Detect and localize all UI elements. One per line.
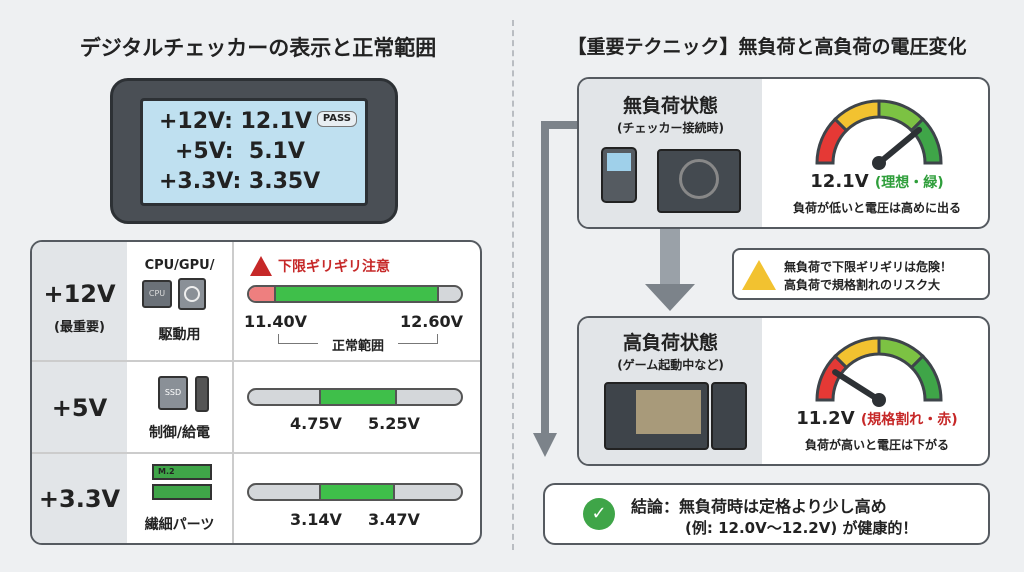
- max-5v: 5.25V: [368, 414, 420, 433]
- gauge-segment: [833, 336, 881, 370]
- warning-line-2: 高負荷で規格割れのリスク大: [784, 278, 941, 292]
- warning-icon: [742, 260, 776, 290]
- usb-icon: [195, 376, 209, 412]
- gaming-pc-icon: [604, 382, 709, 450]
- rail-33v: +3.3V: [38, 485, 121, 513]
- min-5v: 4.75V: [290, 414, 342, 433]
- max-12v: 12.60V: [400, 312, 463, 331]
- warning-text: 無負荷で下限ギリギリは危険！ 高負荷で規格割れのリスク大: [784, 258, 952, 294]
- m2-icon: M.2: [152, 464, 212, 480]
- min-12v: 11.40V: [244, 312, 307, 331]
- use-12v: 駆動用: [158, 327, 201, 343]
- conclusion-line-2: (例: 12.0V〜12.2V) が健康的！: [685, 519, 918, 537]
- hdd-icon: [178, 278, 206, 310]
- conclusion-box: ✓ 結論：無負荷時は定格より少し高め (例: 12.0V〜12.2V) が健康的…: [543, 483, 990, 545]
- cpu-icon: CPU: [142, 280, 172, 308]
- gauge-no-load: [815, 99, 943, 170]
- use-33v: 繊細パーツ: [144, 517, 215, 533]
- use-5v: 制御/給電: [148, 425, 211, 441]
- right-title: 【重要テクニック】無負荷と高負荷の電圧変化: [567, 36, 967, 58]
- no-load-panel: 無負荷状態 (チェッカー接続時) 12.1V (理想・緑) 負荷が低いと電圧は高…: [577, 77, 990, 229]
- high-load-status: (規格割れ・赤): [860, 412, 958, 428]
- high-load-panel: 高負荷状態 (ゲーム起動中など) 11.2V (規格割れ・赤) 負荷が高いと電圧…: [577, 316, 990, 466]
- warning-12v: 下限ギリギリ注意: [278, 259, 390, 275]
- max-33v: 3.47V: [368, 510, 420, 529]
- checker-screen: +12V: 12.1V +5V: 5.1V +3.3V: 3.35V PASS: [140, 98, 368, 206]
- checker-line-12v: +12V: 12.1V: [159, 109, 312, 134]
- warning-triangle-icon: [250, 256, 272, 276]
- checker-line-5v: +5V: 5.1V: [175, 139, 305, 164]
- checker-line-33v: +3.3V: 3.35V: [159, 169, 321, 194]
- high-load-title: 高負荷状態: [622, 332, 718, 354]
- gauge-segment: [909, 117, 943, 165]
- gauge-hub: [872, 156, 886, 170]
- rail-12v: +12V: [43, 280, 116, 308]
- use-12v-top: CPU/GPU/: [144, 258, 215, 273]
- rail-12v-note: (最重要): [54, 320, 105, 335]
- psu-icon: [657, 149, 741, 213]
- high-load-sub: (ゲーム起動中など): [617, 358, 724, 372]
- divider: [512, 20, 514, 550]
- range-bar-5v: [247, 388, 463, 406]
- no-load-status: (理想・緑): [874, 175, 944, 191]
- no-load-title: 無負荷状態: [622, 95, 718, 117]
- voltage-table: +12V (最重要) CPU/GPU/ CPU 駆動用 下限ギリギリ注意 11.…: [30, 240, 482, 545]
- min-33v: 3.14V: [290, 510, 342, 529]
- down-arrow-icon: [645, 229, 695, 311]
- ssd-icon: SSD: [158, 376, 188, 410]
- conclusion-line-1: 結論：無負荷時は定格より少し高め: [631, 497, 887, 516]
- check-circle-icon: ✓: [583, 498, 615, 530]
- checker-device-icon: [601, 147, 637, 203]
- gauge-high-load: [815, 336, 943, 407]
- high-load-desc: 負荷が高いと電圧は下がる: [804, 438, 949, 452]
- range-bar-12v: [247, 285, 463, 303]
- gauge-hub: [872, 393, 886, 407]
- warning-bubble: 無負荷で下限ギリギリは危険！ 高負荷で規格割れのリスク大: [732, 248, 990, 300]
- no-load-value: 12.1V: [810, 171, 869, 192]
- gauge-needle: [876, 126, 923, 166]
- normal-range-label: 正常範囲: [318, 335, 398, 354]
- gauge-needle: [832, 369, 882, 403]
- flow-arrow-icon: [533, 121, 578, 457]
- gauge-segment: [909, 354, 943, 402]
- no-load-desc: 負荷が低いと電圧は高めに出る: [792, 201, 961, 215]
- no-load-sub: (チェッカー接続時): [617, 121, 724, 135]
- high-load-value: 11.2V: [796, 408, 855, 429]
- ram-icon: [152, 484, 212, 500]
- high-load-value-line: 11.2V (規格割れ・赤): [762, 408, 988, 429]
- gauge-segment: [833, 99, 881, 133]
- left-title: デジタルチェッカーの表示と正常範囲: [79, 36, 437, 60]
- digital-checker: +12V: 12.1V +5V: 5.1V +3.3V: 3.35V PASS: [110, 78, 398, 224]
- no-load-value-line: 12.1V (理想・緑): [762, 171, 988, 192]
- cooling-fans-icon: [711, 382, 747, 450]
- pass-badge: PASS: [316, 111, 357, 127]
- rail-5v: +5V: [51, 394, 108, 422]
- warning-line-1: 無負荷で下限ギリギリは危険！: [784, 260, 953, 274]
- range-bar-33v: [247, 483, 463, 501]
